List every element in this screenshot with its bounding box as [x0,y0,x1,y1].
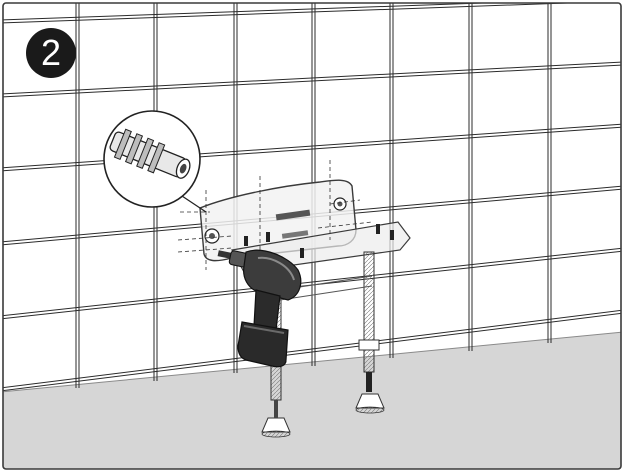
wall-anchor-plug-icon [103,110,207,213]
wall-tiles [3,3,621,392]
step-number: 2 [40,32,62,73]
floor [3,332,621,469]
step-number-badge: 2 [26,28,76,78]
cordless-drill-icon [217,249,302,368]
